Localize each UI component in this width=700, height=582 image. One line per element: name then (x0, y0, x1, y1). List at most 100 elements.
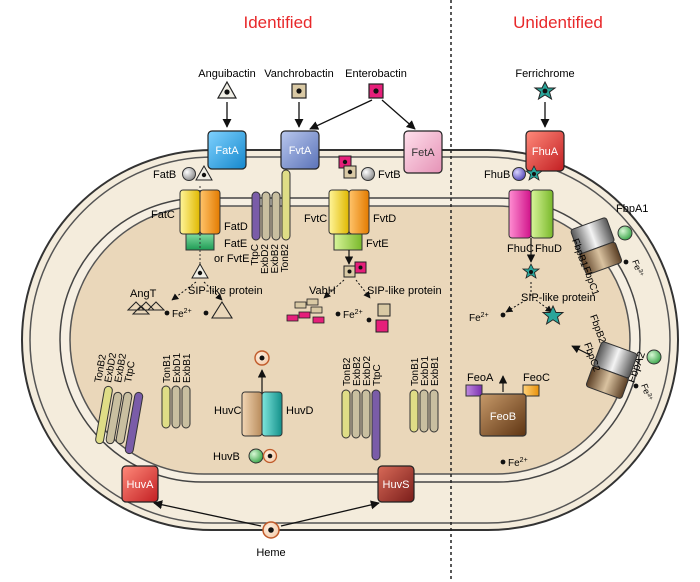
svg-text:HuvS: HuvS (383, 479, 410, 491)
feob-protein (479, 393, 527, 437)
label-exbd1-right: ExbD1 (420, 356, 431, 386)
label-fvtc: FvtC (304, 213, 327, 225)
label-exbb2-center: ExbB2 (352, 356, 363, 386)
label-fatc: FatC (151, 209, 175, 221)
feoa-protein (465, 384, 483, 397)
fhub-ferrichrome-icon (524, 165, 544, 181)
receptor-huva: HuvA (121, 465, 159, 503)
tonb1-complex-right (409, 389, 439, 433)
fe-dot-3 (335, 311, 341, 317)
fe2-dot-feo (500, 459, 506, 465)
transporter-fhucd (508, 189, 554, 239)
empty-anguibactin-icon (211, 300, 233, 319)
label-exbd2-center: ExbD2 (362, 356, 373, 386)
fe3-dot-1 (623, 259, 629, 265)
arrow-enterobactin-feta (381, 99, 416, 130)
arrow-heme-huva (153, 500, 262, 527)
heme-icon (262, 521, 280, 539)
label-tonb1-left: TonB1 (162, 354, 173, 383)
receptor-huvs: HuvS (377, 465, 415, 503)
fe3-dot-2 (633, 383, 639, 389)
tonb2-complex-center (341, 389, 381, 461)
svg-text:FhuA: FhuA (532, 146, 559, 158)
fe-dot-2 (203, 310, 209, 316)
feoc-protein (522, 384, 540, 397)
label-huvb: HuvB (213, 451, 240, 463)
label-feob: FeoB (490, 411, 516, 423)
fvtb-enterobactin-icon (338, 155, 352, 169)
transporter-fvtcd (328, 189, 370, 251)
tonb2-complex-top (251, 169, 291, 241)
label-sip1: SIP-like protein (188, 285, 263, 297)
receptor-fata: FatA (207, 130, 247, 170)
label-exbd2-top: ExbD2 (260, 244, 271, 274)
svg-text:FatA: FatA (215, 145, 239, 157)
label-feoa: FeoA (467, 372, 494, 384)
receptor-fhua: FhuA (525, 130, 565, 172)
cyto-enterobactin-icon (354, 261, 367, 274)
fe-dot-4 (366, 317, 372, 323)
label-vanchrobactin: Vanchrobactin (264, 68, 334, 80)
label-fvtd: FvtD (373, 213, 396, 225)
arrow-heme-huvs (280, 500, 380, 527)
huvb-heme-icon (262, 448, 278, 464)
arrow-sip1 (203, 281, 223, 301)
svg-text:HuvA: HuvA (127, 479, 155, 491)
transporter-huvcd (241, 391, 283, 437)
empty-enterobactin-icon (375, 319, 389, 333)
label-vabh: VabH (309, 285, 336, 297)
heading-unidentified: Unidentified (513, 13, 603, 32)
receptor-feta: FetA (403, 130, 443, 174)
label-sip2: SIP-like protein (367, 285, 442, 297)
label-enterobactin: Enterobactin (345, 68, 407, 80)
label-fe-5: Fe2+ (469, 312, 489, 324)
fbpa2-protein (646, 349, 662, 365)
arrow-angt (171, 281, 197, 301)
transporter-fbp2 (585, 341, 638, 399)
fbpa1-protein (617, 225, 633, 241)
fvtb-vanchrobactin-icon (343, 165, 357, 179)
arrow-vabh (323, 279, 345, 299)
label-sip3: SIP-like protein (521, 292, 596, 304)
label-heme: Heme (256, 547, 285, 559)
label-fvte: FvtE (366, 238, 389, 250)
label-fe3-2: Fe3+ (639, 382, 655, 402)
fatb-anguibactin-icon (195, 164, 213, 181)
label-fate: FatE (224, 238, 247, 250)
label-ferrichrome: Ferrichrome (515, 68, 574, 80)
label-fhub: FhuB (484, 169, 510, 181)
label-fhuc: FhuC (507, 243, 534, 255)
cyto-anguibactin-icon (191, 262, 209, 279)
label-fvtb: FvtB (378, 169, 401, 181)
transporter-fatcd (179, 189, 221, 251)
arrow-fbp2 (571, 345, 591, 356)
fatb-protein (182, 167, 196, 181)
label-exbd1-left: ExbD1 (172, 353, 183, 383)
vabh-fragments (286, 298, 325, 324)
label-exbb2-top: ExbB2 (270, 244, 281, 274)
tonb1-complex-left (161, 385, 191, 429)
cyto-vanchrobactin-icon (343, 265, 356, 278)
label-tonb1-right: TonB1 (410, 357, 421, 386)
label-tonb2-top: TonB2 (280, 244, 291, 273)
label-fatd: FatD (224, 221, 248, 233)
label-fhud: FhuD (535, 243, 562, 255)
label-huvc: HuvC (214, 405, 242, 417)
heading-identified: Identified (244, 13, 313, 32)
arrow-fhu-empty (535, 299, 553, 313)
label-angt: AngT (130, 288, 157, 300)
label-exbd2-left: ExbD2 (103, 352, 119, 384)
fe-dot-1 (164, 310, 170, 316)
cyto-ferrichrome-icon (521, 263, 541, 279)
label-fbpa1: FbpA1 (616, 203, 648, 215)
heme-cyto-icon (254, 350, 270, 366)
label-exbb2-left: ExbB2 (113, 352, 129, 383)
vanchrobactin-icon (291, 83, 307, 99)
empty-vanchrobactin-icon (377, 303, 391, 317)
anguibactin-icon (216, 80, 238, 99)
receptor-fvta: FvtA (280, 130, 320, 170)
fhub-protein (512, 167, 526, 181)
label-fe-1: Fe2+ (172, 308, 192, 320)
label-ttpc-left: TtpC (123, 360, 138, 383)
